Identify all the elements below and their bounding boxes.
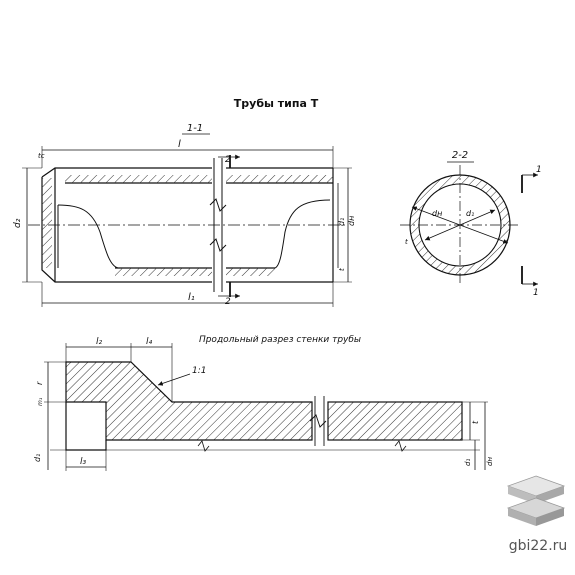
dim-dH-right: dн [347,216,356,226]
section-1-1-view: 1-1 [13,123,356,307]
dim-d1-right: d₁ [337,218,346,226]
section-1-1-label: 1-1 [187,123,203,134]
dim-r-left: r [35,381,44,385]
dim-d2: d₂ [13,218,23,228]
dim-ts: tс [38,152,45,160]
profile-caption: Продольный разрез стенки трубы [199,335,361,345]
slope-label: 1:1 [192,366,206,376]
cut-mark-2-bottom: 2 [225,297,231,307]
dim-t-profile: t [471,420,480,424]
dim-dH-circle: dн [432,209,442,218]
cut-mark-1-bottom: 1 [533,288,539,298]
watermark: gbi22.ru [506,475,568,554]
dim-t-right: t [338,268,346,271]
cut-mark-1-top: 1 [536,165,542,175]
stacked-slabs-icon [506,475,566,526]
dim-t-circle: t [405,238,408,246]
section-2-2-label: 2-2 [452,150,468,161]
dim-l4: l₄ [146,337,153,347]
wall-profile-view: Продольный разрез стенки трубы l₂ l₄ 1:1… [33,335,494,471]
dim-d1-circle: d₁ [466,209,474,218]
dim-l: l [178,139,181,150]
dim-d1-left: d₁ [33,454,42,462]
cut-mark-2-top: 2 [225,155,231,165]
dim-l1: l₁ [188,292,195,303]
watermark-text: gbi22.ru [509,538,568,554]
dim-l3: l₃ [80,457,87,467]
dim-m1: m₁ [37,397,44,406]
section-2-2-view: 2-2 dн d₁ t 1 1 [400,150,542,298]
dim-l2: l₂ [96,337,103,347]
drawing-title: Трубы типа Т [234,97,319,110]
dim-d1-profile: d₁ [464,459,472,466]
dim-dH-profile: dн [486,457,494,466]
